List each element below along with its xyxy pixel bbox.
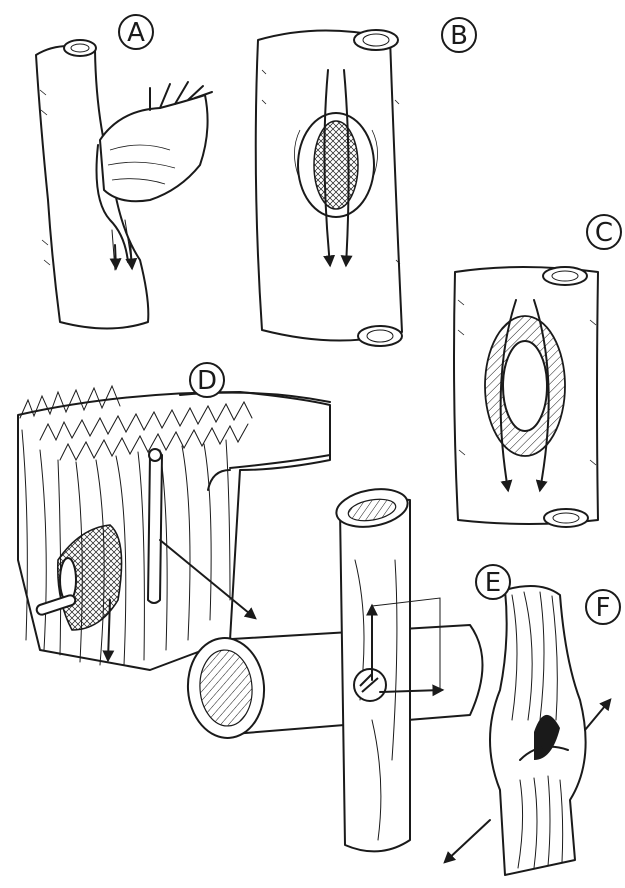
- panel-b-trunk-wound: [256, 30, 402, 346]
- panel-a-branch-stub: [36, 40, 212, 329]
- label-c: C: [587, 215, 621, 249]
- label-e: E: [476, 565, 510, 599]
- label-b-text: B: [450, 21, 468, 51]
- label-b: B: [442, 18, 476, 52]
- label-d: D: [190, 363, 224, 397]
- label-f: F: [586, 590, 620, 624]
- panel-c-trunk-callus: [454, 267, 598, 527]
- label-f-text: F: [596, 593, 611, 623]
- panel-d-bark-section: [18, 386, 330, 670]
- label-d-text: D: [197, 366, 217, 396]
- label-e-text: E: [485, 568, 501, 598]
- label-a-text: A: [127, 18, 145, 48]
- label-a: A: [119, 15, 153, 49]
- label-c-text: C: [595, 218, 613, 248]
